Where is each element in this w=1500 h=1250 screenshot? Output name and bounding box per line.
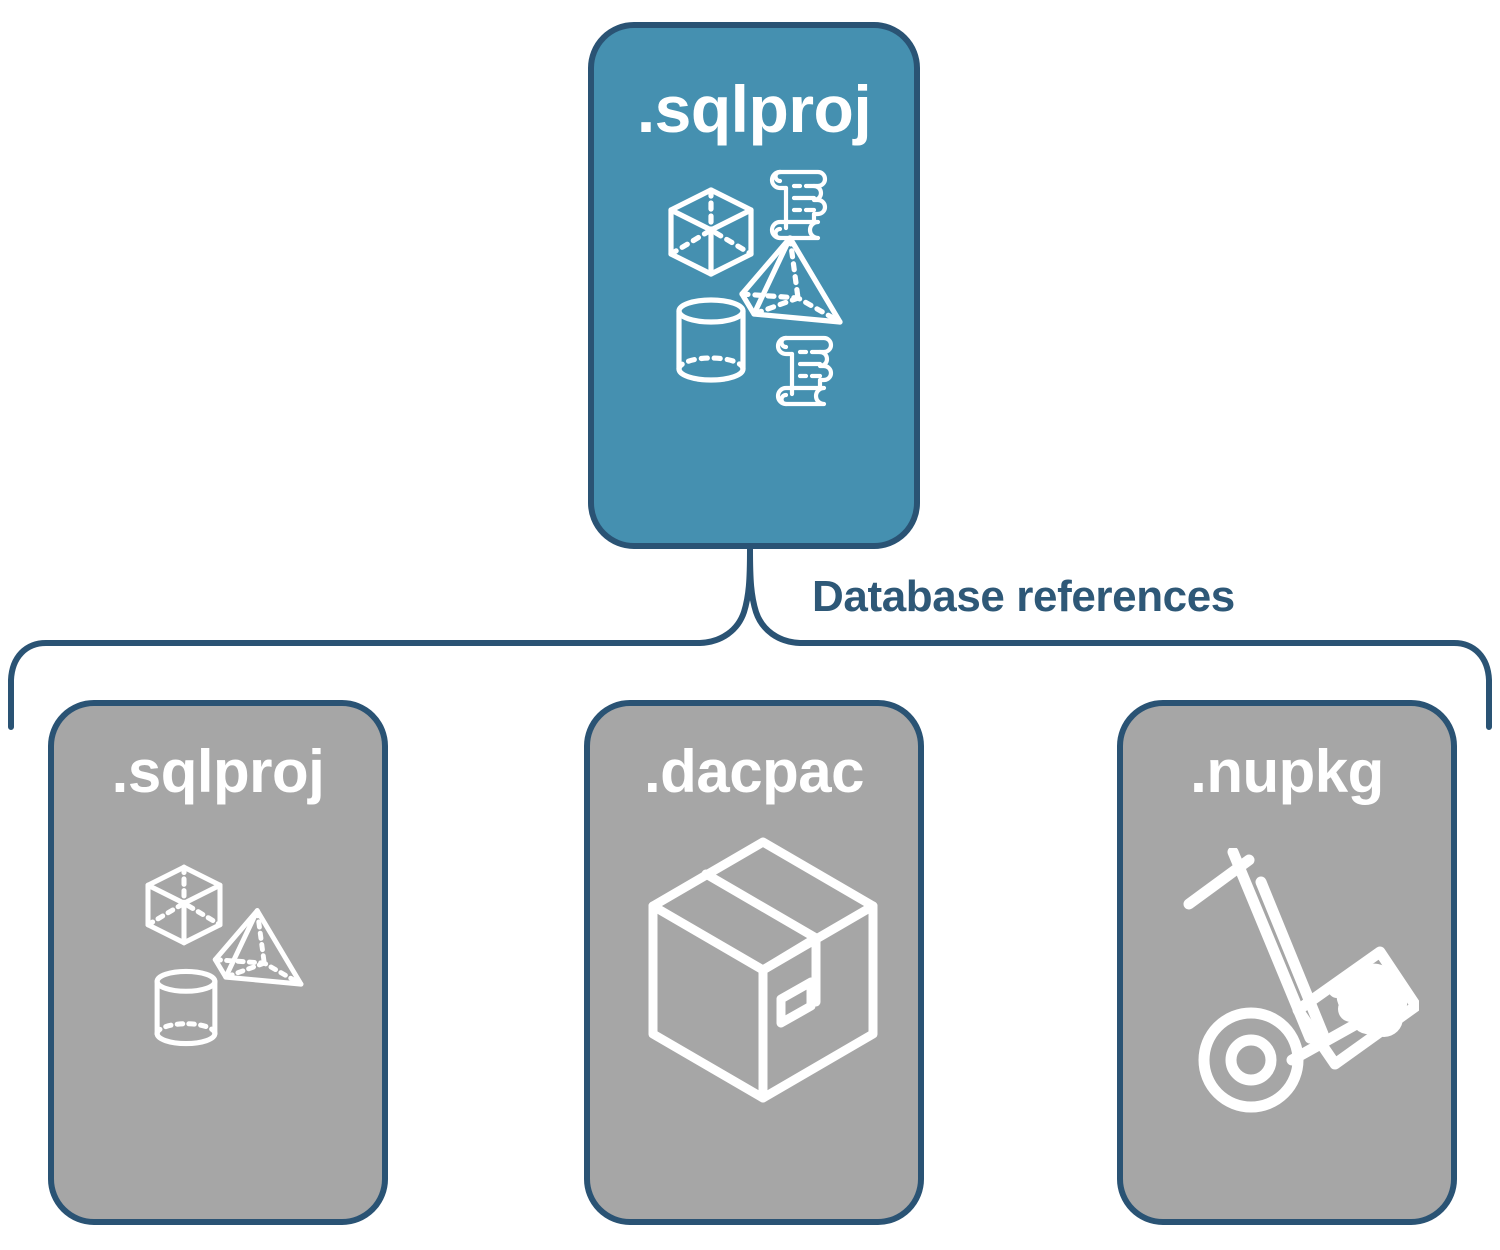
- node-title: .sqlproj: [636, 72, 872, 146]
- node-icon-group: [54, 802, 382, 1219]
- node-icon-group: [594, 142, 914, 543]
- node-title: .dacpac: [644, 738, 864, 805]
- node-title: .sqlproj: [111, 738, 325, 805]
- cylinder-icon: [154, 968, 218, 1047]
- node-card-ref-dacpac[interactable]: .dacpac: [584, 700, 924, 1225]
- scroll-icon: [769, 169, 828, 241]
- pyramid-icon: [739, 235, 843, 325]
- node-icon-group: [590, 802, 918, 1219]
- node-icon-group: [1123, 802, 1451, 1219]
- node-card-ref-nupkg[interactable]: .nupkg: [1117, 700, 1457, 1225]
- node-card-ref-sqlproj[interactable]: .sqlproj: [48, 700, 388, 1225]
- pyramid-icon: [212, 908, 304, 987]
- cylinder-icon: [676, 297, 746, 383]
- cube-icon: [668, 187, 754, 277]
- shipping-box-icon: [648, 837, 878, 1103]
- node-title: .nupkg: [1190, 738, 1384, 805]
- brace-label: Database references: [812, 572, 1235, 621]
- scroll-icon: [775, 335, 834, 407]
- hand-truck-package-icon: [1183, 848, 1419, 1113]
- node-card-root-sqlproj[interactable]: .sqlproj: [588, 22, 920, 549]
- cube-icon: [145, 864, 223, 946]
